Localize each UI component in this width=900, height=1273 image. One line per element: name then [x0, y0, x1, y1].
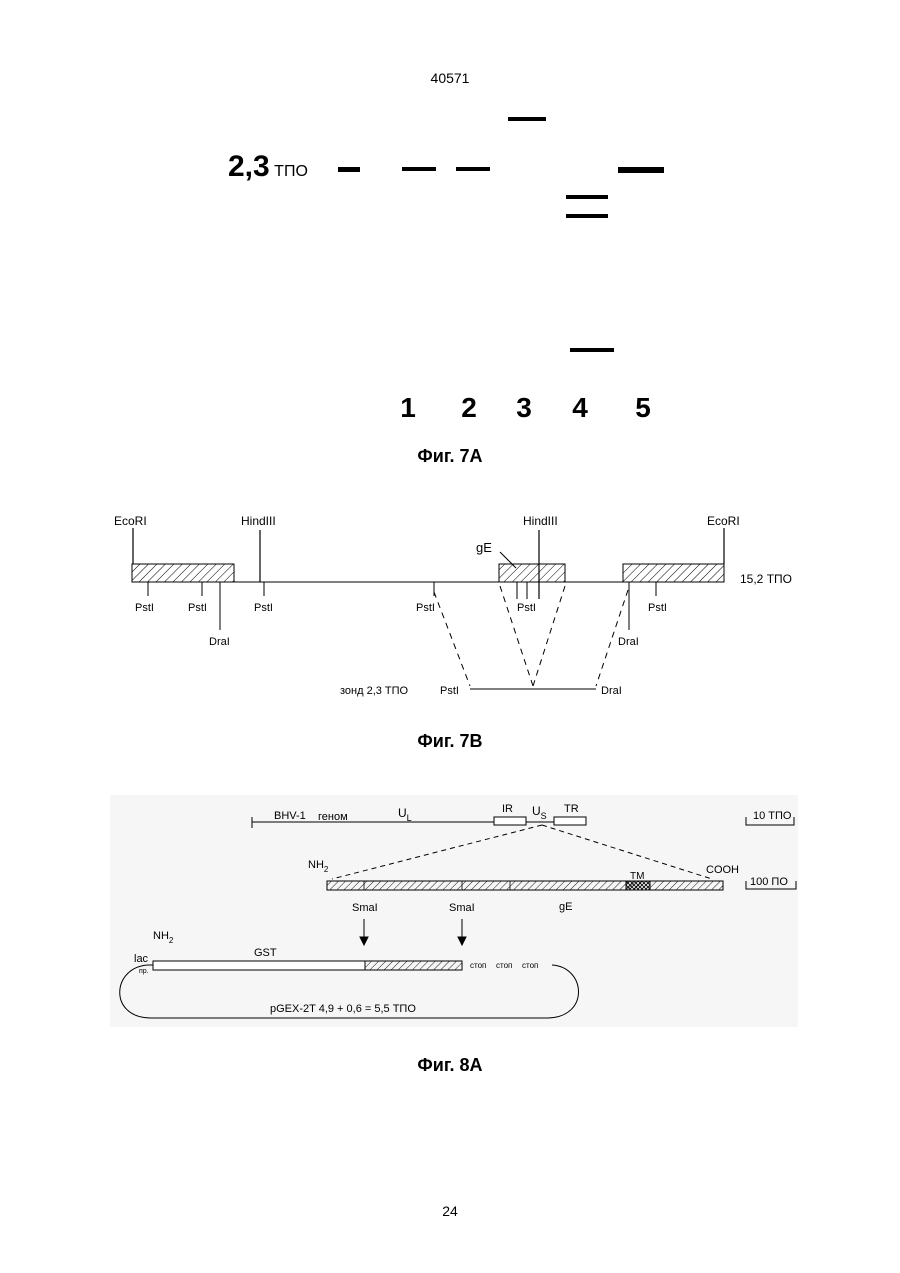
probe-projection-lines [434, 586, 628, 686]
label-nh2-bot-sub: 2 [169, 936, 174, 945]
label-probe-pst: PstI [440, 685, 459, 697]
label-scale-1: 10 ТПО [753, 810, 792, 822]
label-nh2-top-sub: 2 [324, 865, 329, 874]
label-pst6: PstI [648, 602, 667, 614]
fragment-ge [499, 564, 565, 582]
label-lac: lac [134, 953, 149, 965]
gel-bands [0, 0, 900, 380]
restriction-map: EcoRI HindIII HindIII EcoRI gE 15,2 ТПО … [0, 500, 900, 710]
caption-fig8a: Фиг. 8А [0, 1055, 900, 1076]
label-smai-2: SmaI [449, 902, 475, 914]
label-bhv: BHV-1 [274, 810, 306, 822]
ge-bar [327, 881, 723, 890]
caption-fig7b: Фиг. 7В [0, 731, 900, 752]
tr-box [554, 817, 586, 825]
label-nh2-top-main: NH [308, 859, 324, 871]
label-pst1: PstI [135, 602, 154, 614]
label-hindiii-right: HindIII [523, 514, 558, 528]
label-ul-main: U [398, 806, 407, 820]
band-lane4-b [566, 214, 608, 218]
page-number: 24 [0, 1203, 900, 1219]
label-tm: TM [630, 871, 644, 882]
label-ecori-left: EcoRI [114, 514, 147, 528]
label-pst5: PstI [517, 602, 536, 614]
band-lane2 [402, 167, 436, 171]
label-us-sub: S [541, 811, 547, 821]
label-probe-dra: DraI [601, 685, 622, 697]
ge-insert [365, 961, 462, 970]
label-cooh: COOH [706, 864, 739, 876]
label-probe: зонд 2,3 ТПО [340, 685, 409, 697]
label-stop-1: стоп [470, 961, 486, 970]
band-lane4-low [570, 348, 614, 352]
label-size: 15,2 ТПО [740, 572, 792, 586]
lane-label-2: 2 [456, 392, 482, 424]
ir-box [494, 817, 526, 825]
label-us-main: U [532, 804, 541, 818]
fragment-right [623, 564, 724, 582]
label-hindiii-left: HindIII [241, 514, 276, 528]
band-lane4-top [508, 117, 546, 121]
lane-label-5: 5 [629, 392, 657, 424]
label-pst2: PstI [188, 602, 207, 614]
label-ul-sub: L [407, 813, 412, 823]
label-pst4: PstI [416, 602, 435, 614]
label-dra2: DraI [618, 636, 639, 648]
label-gst: GST [254, 947, 277, 959]
band-lane4-a [566, 195, 608, 199]
label-scale-2: 100 ПО [750, 876, 788, 888]
construct-diagram: BHV-1 геном UL IR US TR 10 ТПО NH2 COOH … [0, 795, 900, 1030]
band-lane1 [338, 167, 360, 172]
label-dra1: DraI [209, 636, 230, 648]
label-genome: геном [318, 811, 348, 823]
band-lane5 [618, 167, 664, 173]
label-stop-3: стоп [522, 961, 538, 970]
label-plasmid: pGEX-2T 4,9 + 0,6 = 5,5 ТПО [270, 1003, 416, 1015]
tm-segment [626, 881, 650, 890]
lane-label-4: 4 [566, 392, 594, 424]
label-tr: TR [564, 803, 579, 815]
band-lane3 [456, 167, 490, 171]
fragment-left [132, 564, 234, 582]
lane-label-3: 3 [511, 392, 537, 424]
lane-label-1: 1 [396, 392, 420, 424]
label-ecori-right: EcoRI [707, 514, 740, 528]
label-smai-1: SmaI [352, 902, 378, 914]
label-lac-promoter: пр. [139, 968, 149, 975]
label-ir: IR [502, 803, 513, 815]
caption-fig7a: Фиг. 7А [0, 446, 900, 467]
label-ge-8a: gE [559, 901, 572, 913]
label-nh2-bot-main: NH [153, 930, 169, 942]
label-pst3: PstI [254, 602, 273, 614]
gst-box [153, 961, 365, 970]
label-ge: gE [476, 540, 492, 555]
label-stop-2: стоп [496, 961, 512, 970]
